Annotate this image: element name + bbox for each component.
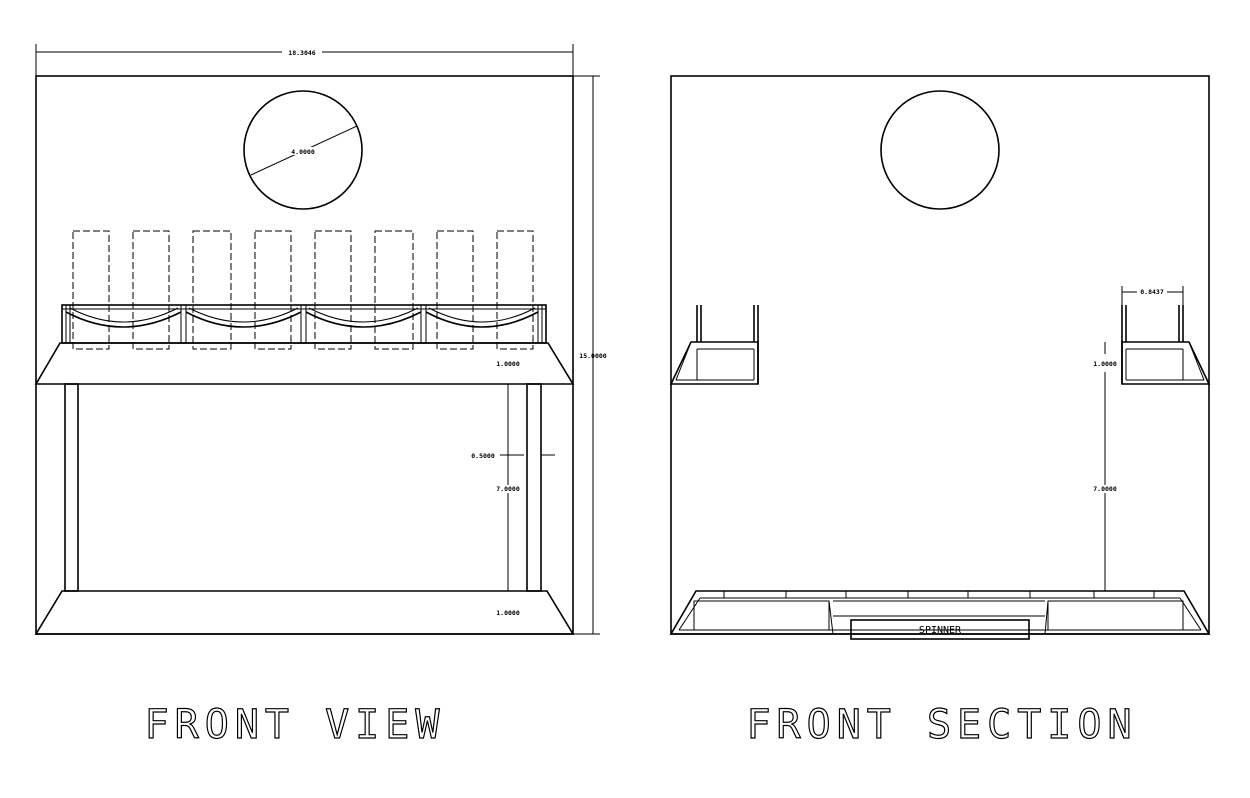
spinner-label: SPINNER [919, 625, 962, 636]
legs: 0.5000 7.0000 [64, 383, 555, 592]
base [34, 590, 575, 635]
base-thickness-label: 1.0000 [496, 609, 520, 617]
clearance-label: 7.0000 [496, 485, 520, 493]
front-view-frame [35, 75, 574, 635]
front-view: 18.3046 15.0000 4.0000 [34, 44, 607, 749]
leg-width-label: 0.5000 [471, 452, 495, 460]
overall-width-dimension: 18.3046 [35, 44, 574, 76]
front-section-frame [670, 75, 1210, 635]
overall-height-dimension: 15.0000 [573, 75, 607, 635]
holder-width-label: 0.8437 [1140, 288, 1164, 296]
overall-width-label: 18.3046 [288, 49, 315, 57]
front-section-title: FRONT SECTION [746, 702, 1137, 748]
overall-height-label: 15.0000 [579, 352, 606, 360]
top-shelf [34, 342, 575, 385]
section-shelf-thickness-label: 1.0000 [1093, 360, 1117, 368]
circle-diameter-label: 4.0000 [291, 148, 315, 156]
left-bracket [669, 305, 759, 385]
front-view-title: FRONT VIEW [145, 702, 446, 748]
shelf-thickness-label: 1.0000 [496, 360, 520, 368]
section-clearance-dimension: 1.0000 7.0000 [1092, 342, 1118, 591]
clock-circle: 4.0000 [243, 90, 363, 210]
clock-circle-section [880, 90, 1000, 210]
section-base: SPINNER [669, 590, 1211, 640]
front-section: 0.8437 1.0000 7.0000 [669, 75, 1211, 749]
bottle-outlines [72, 230, 534, 350]
right-bracket: 0.8437 [1121, 286, 1211, 385]
spinner-box [850, 619, 1030, 640]
section-clearance-label: 7.0000 [1093, 485, 1117, 493]
